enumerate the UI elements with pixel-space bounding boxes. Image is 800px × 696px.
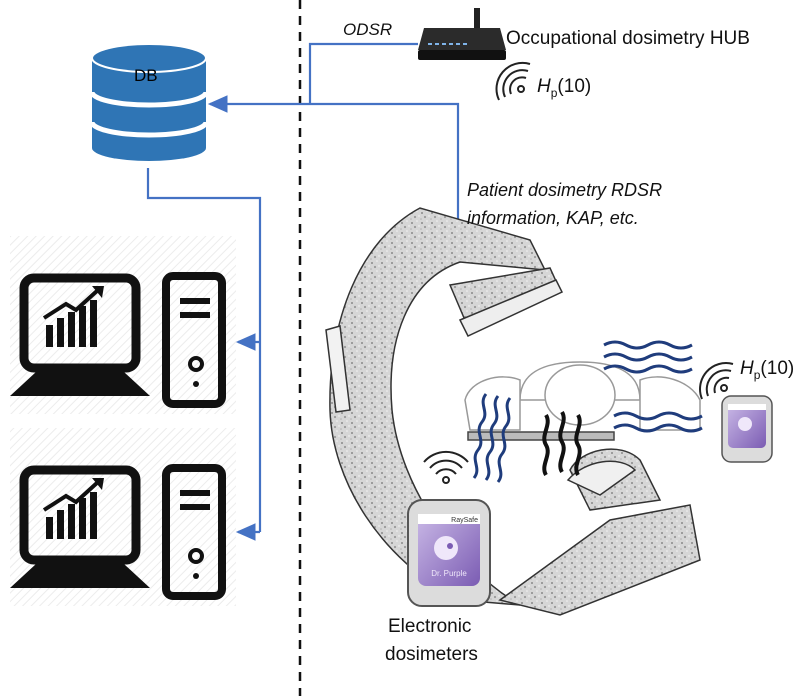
hub-label: Occupational dosimetry HUB [506, 28, 750, 49]
electronic-dosimeter-small [721, 395, 773, 463]
dosimeter-label-line1: Electronic [388, 616, 472, 637]
dosimeter-label-line2: dosimeters [385, 644, 478, 665]
hp-label-hub: Hp(10) [537, 76, 591, 100]
scatter-radiation-waves [472, 340, 703, 483]
database-icon [89, 43, 209, 161]
device-name-text: Dr. Purple [431, 569, 467, 578]
hub-to-db-line [308, 42, 418, 104]
db-to-computers-line [146, 168, 262, 532]
device-brand-text: RaySafe [451, 517, 478, 524]
computer-icon-bottom [10, 464, 226, 600]
hp-argument: (10) [760, 358, 795, 379]
wifi-signal-icon-dosimeter [423, 450, 469, 484]
hp-symbol: H [740, 358, 754, 379]
computer-icon-top [10, 272, 226, 408]
patient-table [467, 431, 615, 441]
c-arm-illustration [325, 207, 701, 616]
wifi-signal-icon-staff [699, 362, 734, 400]
router-icon [418, 8, 506, 60]
rdsr-label-line1: Patient dosimetry RDSR [467, 180, 663, 200]
rdsr-label-line2: information, KAP, etc. [467, 208, 639, 228]
hp-subscript: p [550, 85, 558, 100]
connection-lines [146, 42, 460, 541]
hp-symbol: H [537, 76, 551, 97]
wifi-signal-icon-hub [495, 61, 531, 101]
hp-label-staff: Hp(10) [740, 358, 794, 382]
db-label: DB [134, 66, 158, 85]
hp-subscript: p [753, 367, 761, 382]
electronic-dosimeter-large: RaySafe Dr. Purple [407, 499, 491, 607]
rdsr-to-db-line [207, 95, 460, 230]
odsr-label: ODSR [343, 20, 393, 39]
xray-beam [542, 410, 582, 477]
patient-illustration [464, 361, 701, 431]
hp-argument: (10) [557, 76, 592, 97]
